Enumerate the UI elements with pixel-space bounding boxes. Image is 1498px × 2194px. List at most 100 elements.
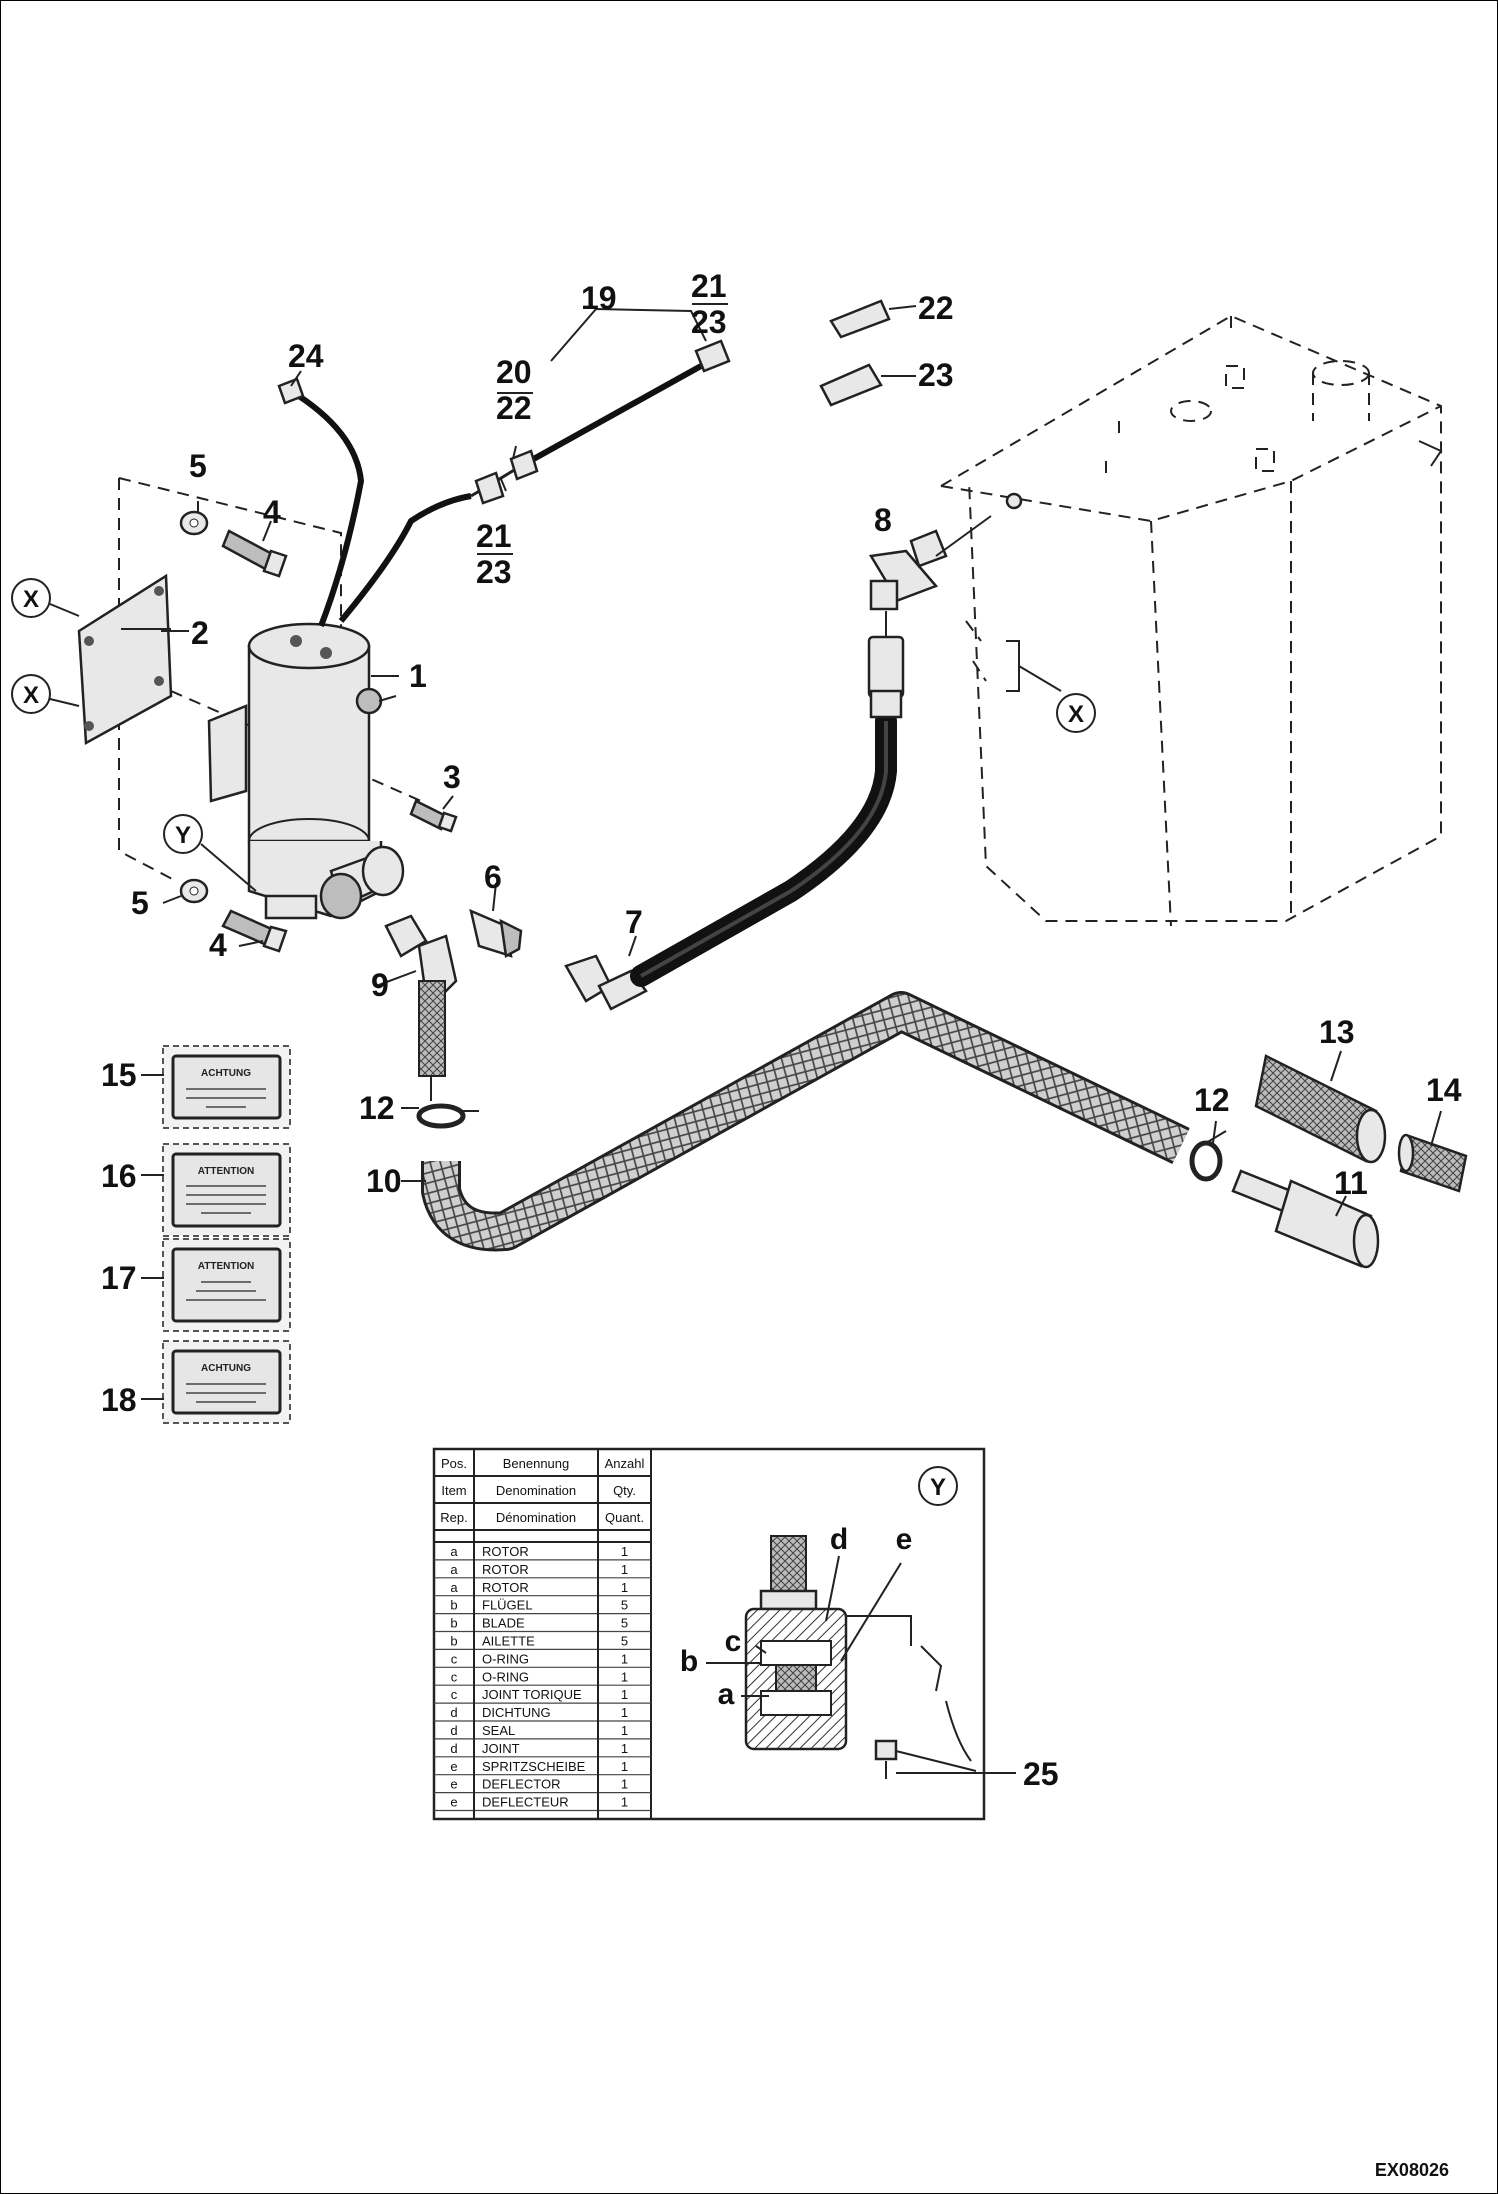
decal-16: ATTENTION — [162, 1143, 291, 1237]
clamp-12-right — [1189, 1130, 1227, 1182]
ref-circle-x-top: X — [11, 578, 80, 618]
decal-16-title: ATTENTION — [198, 1166, 254, 1177]
callout-22-stack: 22 — [496, 390, 532, 426]
callout-7: 7 — [625, 904, 643, 940]
callout-15: 15 — [101, 1057, 137, 1093]
ref-x2-label: X — [23, 682, 39, 709]
callout-17: 17 — [101, 1260, 137, 1296]
fuel-tank — [940, 314, 1443, 927]
table-header-cell: Item — [441, 1483, 466, 1498]
table-cell: 5 — [621, 1634, 628, 1649]
fuel-pump — [207, 622, 405, 920]
callout-2: 2 — [191, 615, 209, 651]
table-header-cell: Denomination — [496, 1483, 576, 1498]
table-header-cell: Benennung — [503, 1456, 570, 1471]
washer-5-top — [179, 501, 209, 536]
filter-sleeve-13 — [1254, 1054, 1387, 1164]
table-cell: DEFLECTEUR — [482, 1795, 569, 1810]
callout-19: 19 — [581, 280, 617, 316]
table-cell: 1 — [621, 1544, 628, 1559]
letter-a: a — [718, 1678, 735, 1711]
table-cell: e — [450, 1795, 457, 1810]
clamp-12-left — [416, 1103, 479, 1129]
screw-3 — [409, 795, 458, 833]
callout-4-top: 4 — [263, 494, 281, 530]
decal-15-title: ACHTUNG — [201, 1068, 251, 1079]
table-cell: 1 — [621, 1795, 628, 1810]
callout-16: 16 — [101, 1158, 137, 1194]
callout-23-stack: 23 — [476, 554, 512, 590]
table-cell: 1 — [621, 1777, 628, 1792]
pickup-tube-11 — [1231, 1169, 1380, 1269]
callout-4-bottom: 4 — [209, 927, 227, 963]
callout-14: 14 — [1426, 1072, 1462, 1108]
callout-13: 13 — [1319, 1014, 1355, 1050]
table-header-cell: Quant. — [605, 1510, 644, 1525]
decal-15: ACHTUNG — [162, 1045, 291, 1129]
table-cell: a — [450, 1562, 458, 1577]
callout-10: 10 — [366, 1163, 402, 1199]
table-cell: c — [451, 1651, 458, 1666]
decal-18-title: ACHTUNG — [201, 1363, 251, 1374]
callout-12-left: 12 — [359, 1090, 395, 1126]
table-cell: d — [450, 1741, 457, 1756]
table-cell: ROTOR — [482, 1580, 529, 1595]
table-cell: 1 — [621, 1705, 628, 1720]
letter-c: c — [725, 1625, 742, 1658]
callout-23-top: 23 — [691, 304, 727, 340]
callout-9: 9 — [371, 967, 389, 1003]
ref-y2-label: Y — [930, 1474, 946, 1501]
bolt-4-top — [221, 520, 288, 578]
table-cell: DICHTUNG — [482, 1705, 551, 1720]
table-cell: d — [450, 1705, 457, 1720]
suction-hose-7 — [630, 635, 905, 987]
adapter-6 — [469, 882, 523, 958]
ref-circle-x-tank: X — [1056, 693, 1096, 733]
table-cell: 1 — [621, 1741, 628, 1756]
table-cell: 1 — [621, 1759, 628, 1774]
table-header-cell: Pos. — [441, 1456, 467, 1471]
table-header-cell: Qty. — [613, 1483, 636, 1498]
table-header-cell: Dénomination — [496, 1510, 576, 1525]
table-cell: c — [451, 1687, 458, 1702]
table-cell: 5 — [621, 1598, 628, 1613]
table-cell: a — [450, 1580, 458, 1595]
callout-21-top: 21 — [691, 268, 727, 304]
braided-hose-10 — [421, 991, 1190, 1252]
callout-24: 24 — [288, 338, 324, 374]
callout-21-bottom: 21 — [476, 518, 512, 554]
wiring-harness — [277, 307, 731, 628]
callout-11: 11 — [1334, 1165, 1368, 1201]
table-cell: a — [450, 1544, 458, 1559]
callout-23: 23 — [918, 357, 954, 393]
table-cell: 1 — [621, 1723, 628, 1738]
callout-1: 1 — [409, 658, 427, 694]
callout-8: 8 — [874, 502, 892, 538]
callout-numbers: 1 2 3 4 4 5 5 6 7 8 9 10 11 12 12 13 14 … — [101, 268, 1462, 1792]
table-cell: b — [450, 1616, 457, 1631]
table-cell: 5 — [621, 1616, 628, 1631]
ref-x3-label: X — [1068, 701, 1084, 728]
table-cell: 1 — [621, 1562, 628, 1577]
drawing-code: EX08026 — [1375, 2160, 1449, 2180]
table-cell: SPRITZSCHEIBE — [482, 1759, 586, 1774]
terminal-22 — [829, 299, 917, 339]
table-cell: e — [450, 1759, 457, 1774]
table-cell: 1 — [621, 1651, 628, 1666]
bolt-4-bottom — [221, 909, 288, 953]
table-cell: AILETTE — [482, 1634, 535, 1649]
letter-d: d — [830, 1523, 848, 1556]
table-cell: ROTOR — [482, 1544, 529, 1559]
callout-25: 25 — [1023, 1756, 1059, 1792]
table-cell: FLÜGEL — [482, 1598, 533, 1613]
table-cell: b — [450, 1634, 457, 1649]
decal-18: ACHTUNG — [162, 1340, 291, 1424]
ref-x1-label: X — [23, 586, 39, 613]
table-cell: 1 — [621, 1669, 628, 1684]
strainer-14 — [1397, 1133, 1468, 1193]
table-cell: DEFLECTOR — [482, 1777, 561, 1792]
leader-lines — [141, 370, 1442, 1774]
